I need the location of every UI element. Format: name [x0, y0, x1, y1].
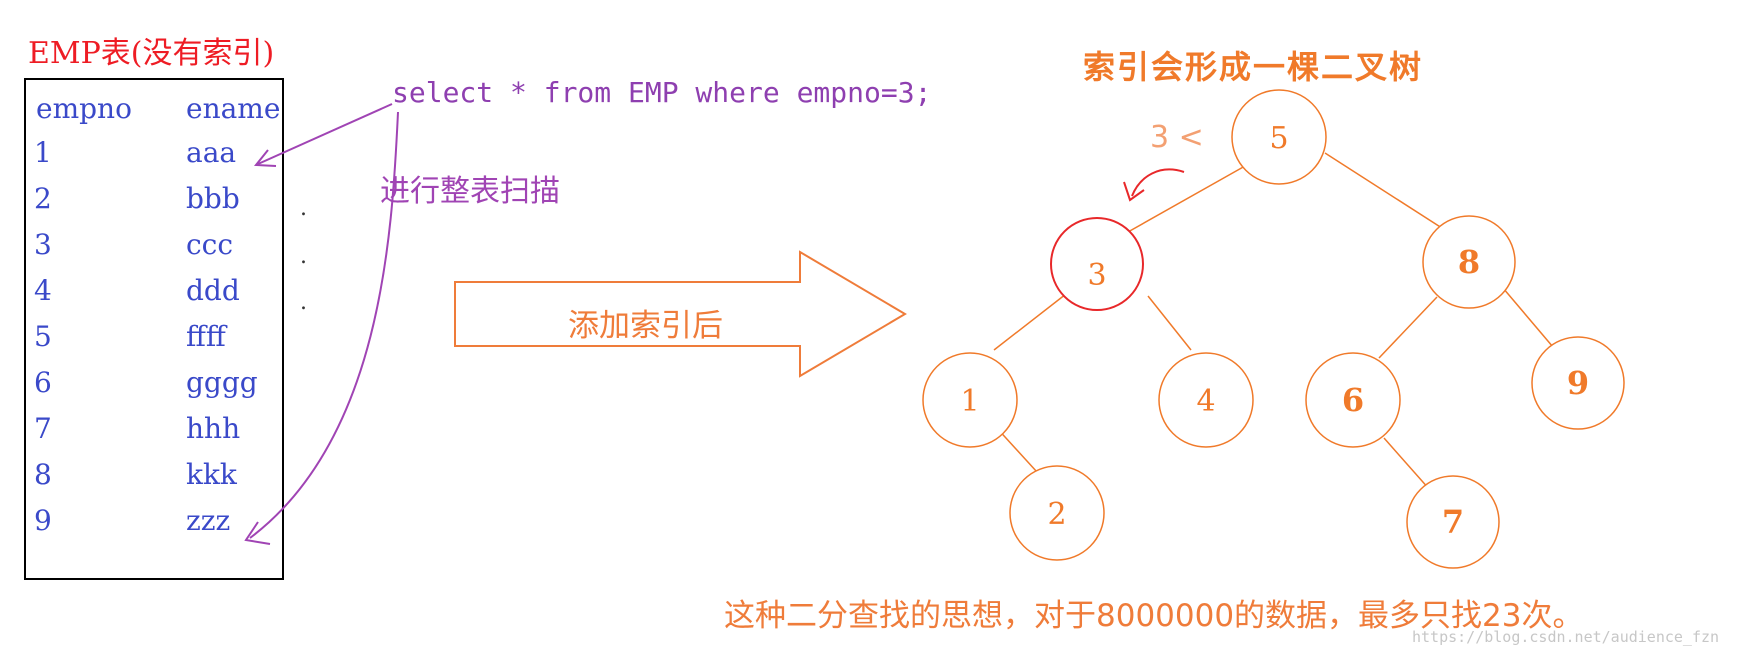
tree-title: 索引会形成一棵二叉树 — [1083, 48, 1424, 86]
table-cell-empno: 1 — [34, 136, 52, 169]
big-arrow-shape — [454, 250, 907, 378]
tree-node-3 — [1050, 217, 1144, 311]
table-cell-empno: 6 — [34, 366, 52, 399]
sql-query: select * from EMP where empno=3; — [392, 76, 932, 109]
curved-arrow — [1131, 168, 1185, 197]
arrowhead-icon — [244, 521, 271, 545]
tree-node-label: 9 — [1567, 364, 1589, 402]
table-cell-ename: bbb — [186, 182, 240, 215]
scan-arrow-to-last-row — [249, 111, 399, 539]
ellipsis-dot: . — [300, 244, 307, 269]
conclusion-text: 这种二分查找的思想，对于8000000的数据，最多只找23次。 — [724, 598, 1584, 634]
tree-node-9 — [1531, 336, 1625, 430]
arrowhead-icon — [253, 149, 277, 167]
scan-arrow-to-first-row — [257, 103, 393, 165]
table-cell-empno: 3 — [34, 228, 52, 261]
full-scan-label: 进行整表扫描 — [380, 174, 560, 209]
column-header-ename: ename — [186, 92, 281, 125]
table-cell-empno: 7 — [34, 412, 52, 445]
tree-edge-5-8 — [1324, 152, 1446, 231]
arrowhead-icon — [1123, 181, 1145, 202]
table-cell-empno: 4 — [34, 274, 52, 307]
tree-node-label: 1 — [960, 384, 979, 419]
tree-node-label: 5 — [1269, 121, 1288, 156]
tree-node-label: 2 — [1047, 497, 1066, 532]
tree-node-7 — [1406, 475, 1500, 569]
tree-edge-8-9 — [1502, 287, 1554, 348]
arrow-label: 添加索引后 — [568, 308, 723, 344]
watermark: https://blog.csdn.net/audience_fzn — [1412, 628, 1720, 646]
table-cell-ename: aaa — [186, 136, 237, 169]
tree-edge-3-4 — [1147, 295, 1192, 351]
table-cell-ename: ccc — [186, 228, 234, 261]
tree-edge-6-7 — [1383, 437, 1431, 491]
table-cell-empno: 9 — [34, 504, 52, 537]
tree-node-label: 3 — [1087, 258, 1106, 293]
table-cell-empno: 5 — [34, 320, 52, 353]
column-header-empno: empno — [36, 92, 132, 125]
tree-edge-3-1 — [993, 293, 1067, 351]
table-cell-ename: gggg — [186, 366, 258, 399]
table-cell-empno: 8 — [34, 458, 52, 491]
table-cell-ename: ddd — [186, 274, 240, 307]
ellipsis-dot: . — [300, 196, 307, 221]
comparison-label: 3 < — [1150, 120, 1204, 155]
table-cell-ename: hhh — [186, 412, 241, 445]
emp-table: empno ename 1 aaa 2 bbb 3 ccc 4 ddd 5 ff… — [24, 78, 284, 580]
tree-node-1 — [922, 352, 1018, 448]
table-cell-ename: ffff — [186, 320, 226, 353]
ellipsis-dot: . — [300, 290, 307, 315]
tree-node-5 — [1231, 89, 1327, 185]
table-cell-empno: 2 — [34, 182, 52, 215]
tree-node-6 — [1305, 352, 1401, 448]
tree-edge-5-3 — [1127, 165, 1246, 233]
tree-node-label: 7 — [1442, 503, 1464, 541]
table-title: EMP表(没有索引) — [28, 36, 275, 71]
table-cell-ename: zzz — [186, 504, 231, 537]
table-cell-ename: kkk — [186, 458, 237, 491]
tree-node-4 — [1158, 352, 1254, 448]
tree-node-8 — [1422, 215, 1516, 309]
tree-node-2 — [1009, 465, 1105, 561]
tree-node-label: 8 — [1458, 243, 1480, 281]
tree-node-label: 4 — [1196, 384, 1215, 419]
tree-node-label: 6 — [1342, 381, 1364, 419]
tree-edge-8-6 — [1378, 296, 1438, 359]
